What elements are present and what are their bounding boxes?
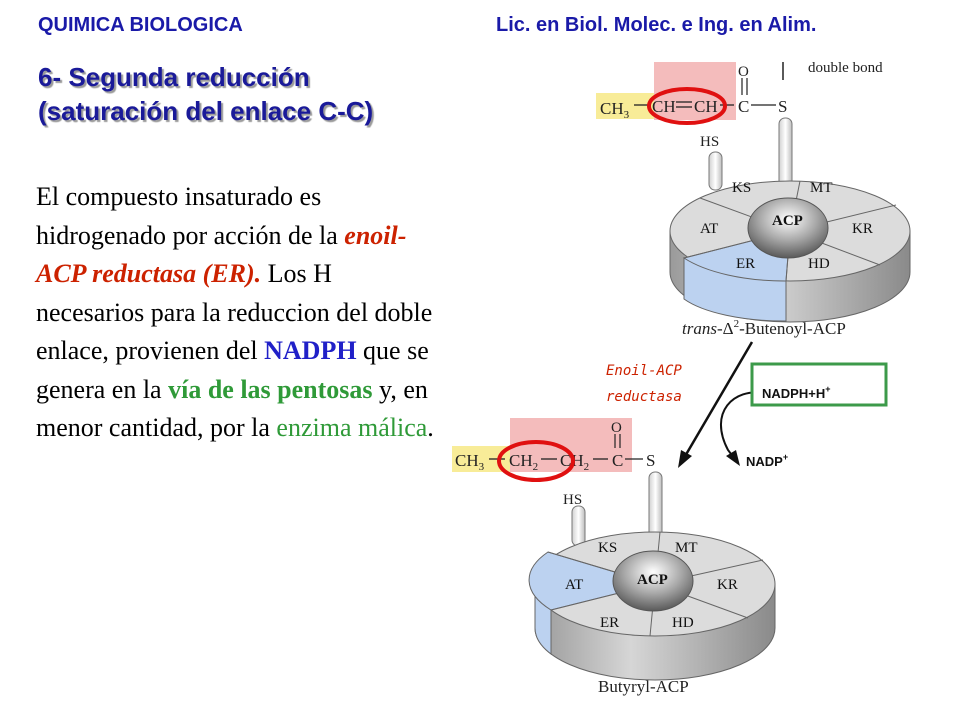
body-text-5: . <box>427 413 434 442</box>
program-header: Lic. en Biol. Molec. e Ing. en Alim. <box>496 14 817 36</box>
course-header: QUIMICA BIOLOGICA <box>38 14 243 36</box>
malic-enzyme-term: enzima málica <box>276 413 428 442</box>
substrate-ch-1: CH <box>652 97 676 116</box>
product-hs: HS <box>563 492 582 508</box>
body-paragraph: El compuesto insaturado es hidrogenado p… <box>36 178 436 448</box>
product-complex: CH3 CH2 CH2 C S O HS ACP KS MT AT KR ER <box>452 418 776 696</box>
nadph-box <box>750 362 888 407</box>
top-domain-acp: ACP <box>772 213 803 229</box>
double-bond-circle <box>647 87 727 125</box>
substrate-oxygen: O <box>738 64 749 80</box>
substrate-carbonyl-c: C <box>738 97 749 116</box>
bottom-domain-kr: KR <box>717 577 738 593</box>
top-domain-hd: HD <box>808 256 830 272</box>
body-text-3: que se genera en la <box>36 336 429 404</box>
body-text-4: y, en menor cantidad, por la <box>36 374 428 443</box>
nadph-term: NADPH <box>264 336 357 365</box>
slide-title: 6- Segunda reducción (saturación del enl… <box>38 60 373 128</box>
title-line-2: (saturación del enlace C-C) <box>38 96 374 126</box>
enzyme-label-1: Enoil-ACP <box>606 363 682 379</box>
product-oxygen: O <box>611 420 622 436</box>
substrate-complex: CH3 CH CH C S O double bond HS ACP KS <box>596 60 911 338</box>
body-text-1: El compuesto insaturado es hidrogenado p… <box>36 182 345 250</box>
bottom-domain-er: ER <box>600 615 619 631</box>
body-text-2: Los H necesarios para la reduccion del d… <box>36 259 433 365</box>
substrate-name: trans-Δ2-Butenoyl-ACP <box>682 318 846 338</box>
product-carbonyl-c: C <box>612 451 623 470</box>
yellow-chain-box <box>596 93 654 119</box>
saturated-bond-circle <box>497 440 575 482</box>
pentose-pathway-term: vía de las pentosas <box>168 374 373 404</box>
title-line-1: 6- Segunda reducción <box>38 62 310 92</box>
acp-dome <box>747 197 829 259</box>
cofactor-out-label: NADP+ <box>746 452 788 469</box>
product-sulfur: S <box>646 451 655 470</box>
enzyme-name: enoil-ACP reductasa (ER). <box>36 220 407 289</box>
product-ch2-1: CH2 <box>509 451 538 473</box>
substrate-sulfur: S <box>778 97 787 116</box>
top-domain-mt: MT <box>810 180 833 196</box>
substrate-ch-2: CH <box>694 97 718 116</box>
bottom-domain-ks: KS <box>598 540 617 556</box>
double-bond-label: double bond <box>808 60 883 76</box>
top-domain-ks: KS <box>732 180 751 196</box>
substrate-ch3: CH3 <box>600 99 630 121</box>
substrate-hs: HS <box>700 134 719 150</box>
top-domain-at: AT <box>700 221 718 237</box>
reaction-arrow: NADPH+H+ NADP+ Enoil-ACP reductasa <box>606 341 888 469</box>
enzyme-label-2: reductasa <box>606 389 682 405</box>
product-ch3: CH3 <box>455 451 485 473</box>
bottom-domain-hd: HD <box>672 615 694 631</box>
top-domain-kr: KR <box>852 221 873 237</box>
bottom-domain-acp: ACP <box>637 572 668 588</box>
bottom-domain-mt: MT <box>675 540 698 556</box>
product-name: Butyryl-ACP <box>598 677 689 696</box>
ks-arm <box>708 151 723 191</box>
cofactor-in-label: NADPH+H+ <box>762 384 830 401</box>
bottom-domain-at: AT <box>565 577 583 593</box>
top-domain-er: ER <box>736 256 755 272</box>
